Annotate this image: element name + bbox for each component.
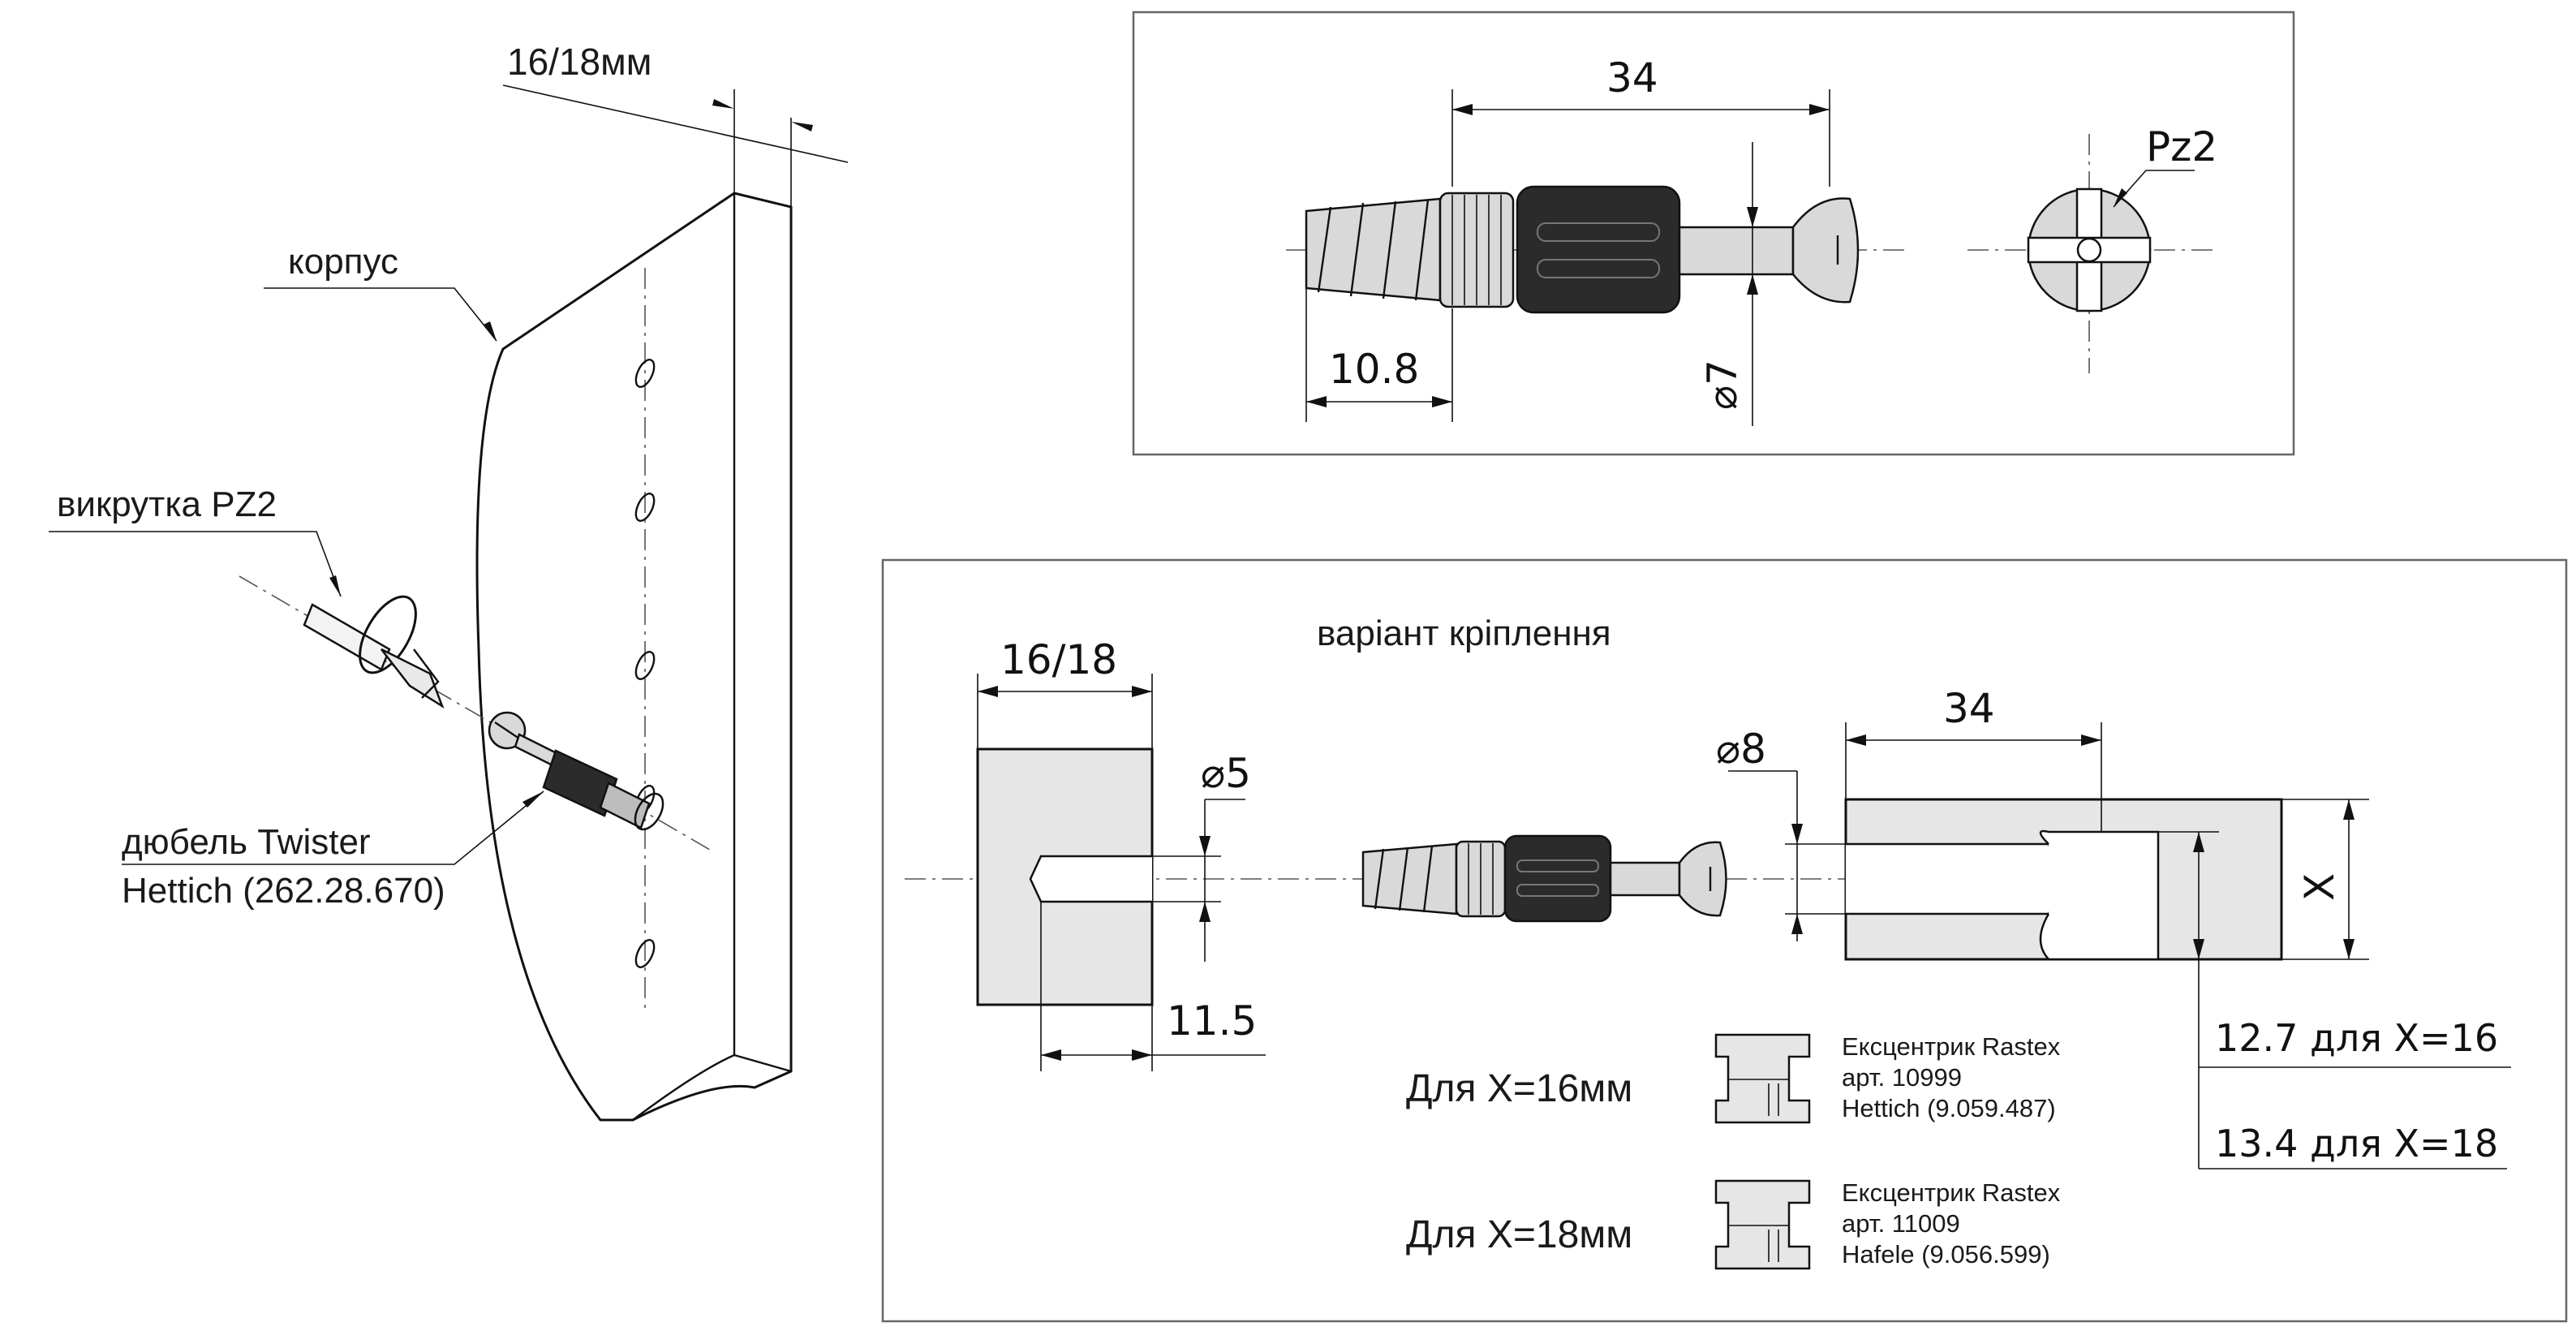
case-18-line2: арт. 11009 [1842, 1209, 1960, 1238]
offset-16-dim: 12.7 для X=16 [2215, 1016, 2498, 1060]
hole-5 [634, 939, 656, 968]
case-16-line2: арт. 10999 [1842, 1063, 1962, 1092]
top-box-frame [1132, 11, 2295, 456]
hole-3 [634, 651, 656, 680]
x-dim: X [2296, 873, 2343, 901]
hole-1 [634, 359, 656, 388]
twister-dowel-side [1305, 185, 1860, 314]
eccentric-16-icon [1714, 1033, 1811, 1124]
dowel-label-1: дюбель Twister [122, 822, 371, 862]
board-panel [475, 192, 793, 1122]
bore-diameter-dim: ⌀8 [1716, 726, 1766, 773]
pz2-head-icon [1967, 134, 2219, 373]
pz2-label: Pz2 [2146, 123, 2217, 170]
case-16-line1: Ексцентрик Rastex [1842, 1032, 2061, 1061]
screwdriver-label: викрутка PZ2 [57, 485, 277, 524]
top-length-dim: 34 [1606, 54, 1658, 101]
hole-2 [634, 493, 656, 522]
thickness-label: 16/18мм [507, 41, 652, 83]
case-16-label: Для X=16мм [1406, 1067, 1632, 1110]
board-top-edge [733, 192, 792, 209]
bottom-box-frame [881, 558, 2568, 1323]
screwdriver-icon [239, 575, 715, 853]
case-18-label: Для X=18мм [1406, 1213, 1632, 1256]
bottom-title: варіант кріплення [1317, 614, 1611, 653]
board-thickness-dim: 16/18 [1000, 636, 1117, 683]
hole-diameter-dim: ⌀5 [1201, 750, 1251, 797]
dowel-icon [488, 711, 664, 831]
case-16-line3: Hettich (9.059.487) [1842, 1094, 2056, 1122]
top-thread-dim: 10.8 [1329, 346, 1419, 393]
eccentric-18-icon [1714, 1179, 1811, 1270]
bottom-box: варіант кріплення 16/18 ⌀5 11.5 [881, 558, 2568, 1323]
left-iso-view: 16/18мм корпус викрутка PZ2 [49, 41, 849, 1122]
top-diameter-dim: ⌀7 [1699, 360, 1746, 410]
offset-18-dim: 13.4 для X=18 [2215, 1122, 2498, 1165]
board-bottom-curve [632, 1053, 735, 1121]
bore-length-dim: 34 [1943, 685, 1995, 732]
body-label: корпус [288, 242, 398, 282]
top-box: 34 10.8 ⌀7 Pz2 [1132, 11, 2295, 456]
case-18-line1: Ексцентрик Rastex [1842, 1178, 2061, 1207]
hole-depth-dim: 11.5 [1167, 997, 1257, 1045]
twister-dowel-mid [1361, 834, 1727, 923]
dowel-label-2: Hettich (262.28.670) [122, 871, 445, 911]
case-18-line3: Hafele (9.056.599) [1842, 1240, 2050, 1269]
